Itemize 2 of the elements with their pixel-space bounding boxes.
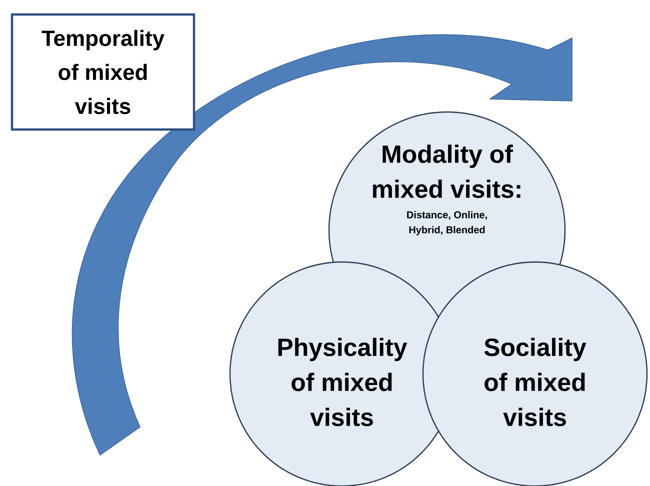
text-box: Temporality of mixed visits	[10, 13, 196, 131]
curved-arrow	[72, 34, 572, 456]
